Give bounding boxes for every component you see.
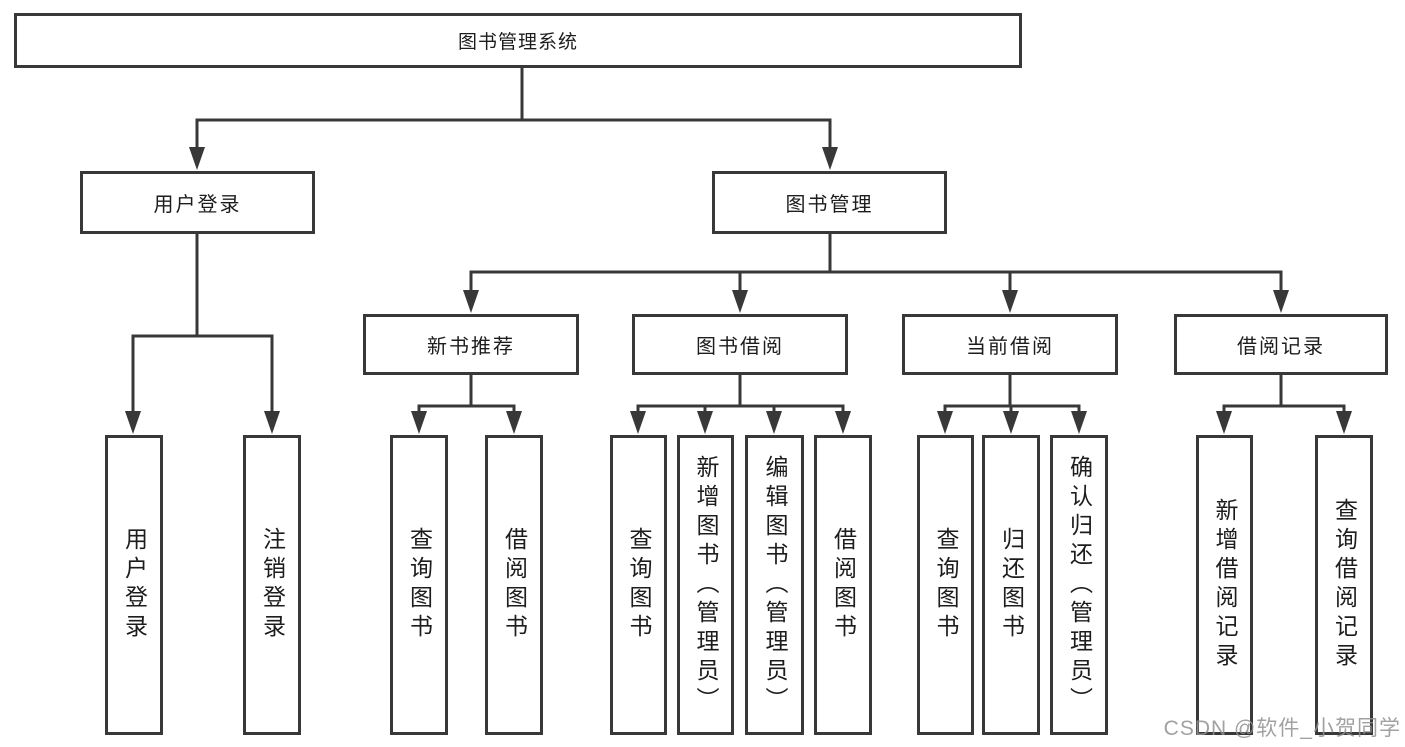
node-user-login: 用户登录 — [80, 171, 315, 234]
leaf-user-login: 用户登录 — [105, 435, 163, 735]
leaf-borrow-books-recommend: 借阅图书 — [485, 435, 543, 735]
leaf-add-borrow-record: 新增借阅记录 — [1196, 435, 1253, 735]
node-current-borrow: 当前借阅 — [902, 314, 1118, 375]
node-book-management: 图书管理 — [712, 171, 947, 234]
node-borrow-records: 借阅记录 — [1174, 314, 1388, 375]
node-library-management-system: 图书管理系统 — [14, 13, 1022, 68]
leaf-logout: 注销登录 — [243, 435, 301, 735]
leaf-confirm-return-admin: 确认归还（管理员） — [1050, 435, 1108, 735]
node-book-borrow: 图书借阅 — [632, 314, 848, 375]
watermark: CSDN @软件_小贺同学 — [1163, 717, 1401, 740]
leaf-query-books-recommend: 查询图书 — [390, 435, 448, 735]
leaf-add-book-admin: 新增图书（管理员） — [677, 435, 734, 735]
leaf-borrow-books-borrow: 借阅图书 — [814, 435, 872, 735]
leaf-query-books-borrow: 查询图书 — [610, 435, 667, 735]
node-new-book-recommend: 新书推荐 — [363, 314, 579, 375]
leaf-query-books-current: 查询图书 — [917, 435, 974, 735]
leaf-edit-book-admin: 编辑图书（管理员） — [745, 435, 804, 735]
leaf-return-books: 归还图书 — [982, 435, 1040, 735]
leaf-query-borrow-record: 查询借阅记录 — [1315, 435, 1373, 735]
arrowheads — [125, 147, 1352, 434]
